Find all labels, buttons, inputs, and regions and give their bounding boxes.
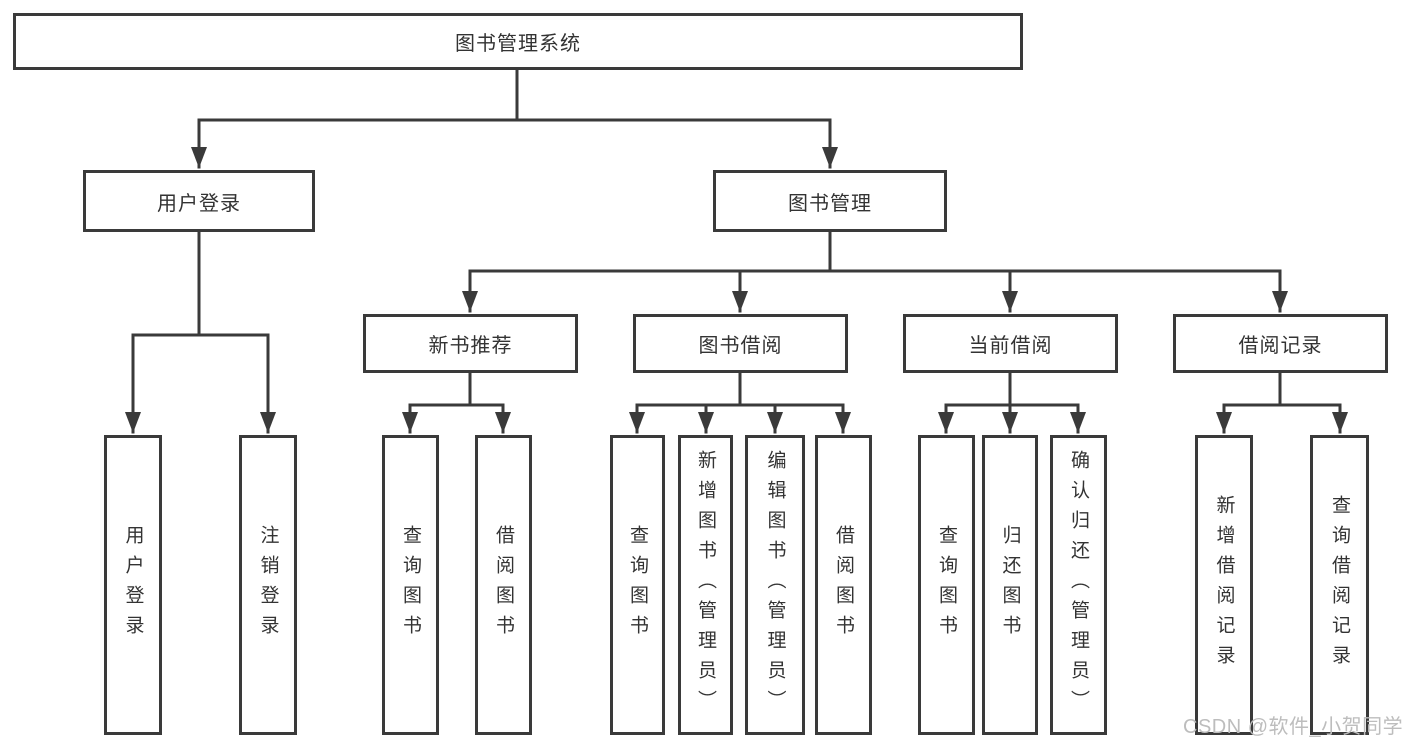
leaf-logout: 注销登录: [239, 435, 297, 735]
leaf-query-books-recommend: 查询图书: [382, 435, 439, 735]
leaf-borrow-books: 借阅图书: [815, 435, 872, 735]
leaf-query-borrow-record: 查询借阅记录: [1310, 435, 1369, 735]
node-borrow-records: 借阅记录: [1173, 314, 1388, 373]
leaf-return-books: 归还图书: [982, 435, 1038, 735]
node-current-borrow: 当前借阅: [903, 314, 1118, 373]
leaf-query-books-current: 查询图书: [918, 435, 975, 735]
leaf-add-book-admin: 新增图书（管理员）: [678, 435, 733, 735]
leaf-add-borrow-record: 新增借阅记录: [1195, 435, 1253, 735]
leaf-user-login: 用户登录: [104, 435, 162, 735]
node-user-login: 用户登录: [83, 170, 315, 232]
leaf-query-books-borrow: 查询图书: [610, 435, 665, 735]
leaf-edit-book-admin: 编辑图书（管理员）: [745, 435, 805, 735]
leaf-borrow-books-recommend: 借阅图书: [475, 435, 532, 735]
node-book-management: 图书管理: [713, 170, 947, 232]
node-book-borrow: 图书借阅: [633, 314, 848, 373]
node-new-book-recommend: 新书推荐: [363, 314, 578, 373]
leaf-confirm-return-admin: 确认归还（管理员）: [1050, 435, 1107, 735]
node-library-system: 图书管理系统: [13, 13, 1023, 70]
csdn-watermark: CSDN @软件_小贺同学: [1183, 716, 1404, 738]
